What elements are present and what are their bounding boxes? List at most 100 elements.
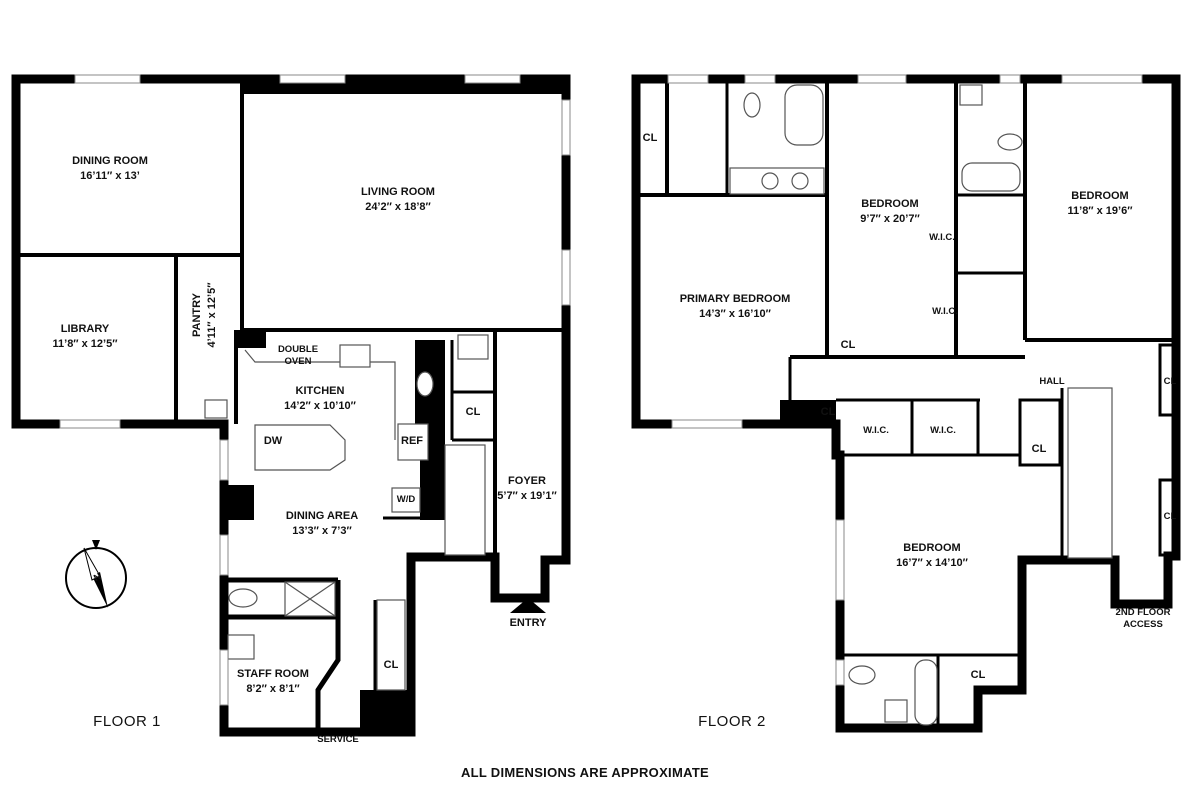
room-name: BEDROOM [903, 542, 961, 554]
floor2-walls [631, 74, 1181, 733]
room-size: 16’7″ x 14’10″ [896, 557, 968, 569]
refrigerator-label: REF [401, 435, 423, 447]
window [279, 74, 346, 84]
floor2-windows [667, 74, 1143, 686]
closet [1158, 478, 1178, 557]
room-size: 8’2″ x 8’1″ [246, 683, 300, 695]
sink [761, 172, 779, 190]
room-label-foyer: FOYER 5’7″ x 19’1″ [497, 474, 556, 504]
room-size: 11’8″ x 12’5″ [52, 338, 118, 350]
window [1061, 74, 1143, 84]
kitchen-island [254, 424, 346, 471]
washer-dryer [391, 487, 421, 513]
room-size: 14’3″ x 16’10″ [699, 308, 771, 320]
window [835, 519, 845, 601]
toilet [848, 665, 876, 685]
stairs [1067, 387, 1113, 559]
dimensions-disclaimer: ALL DIMENSIONS ARE APPROXIMATE [460, 765, 710, 780]
window [561, 99, 571, 156]
sink [227, 634, 255, 660]
walk-in-closet-label: W.I.C. [929, 232, 955, 243]
closet [376, 599, 406, 691]
label-line: OVEN [284, 356, 312, 367]
window [999, 74, 1021, 84]
window [59, 419, 121, 429]
shower-x [284, 581, 336, 617]
room-name: DINING AREA [285, 510, 359, 522]
label-line: 2ND FLOOR [1115, 607, 1171, 618]
room-size: 11’8″ x 19’6″ [1067, 205, 1133, 217]
window [561, 249, 571, 306]
toilet [997, 133, 1023, 151]
bathtub [914, 659, 938, 726]
stairs [444, 444, 486, 556]
window [857, 74, 907, 84]
kitchen-counter [244, 349, 396, 440]
room-name: DINING ROOM [72, 155, 148, 167]
window [464, 74, 521, 84]
closet-label: CL [1163, 511, 1177, 522]
closet-label: CL [465, 406, 481, 418]
room-name: BEDROOM [861, 198, 919, 210]
closet-label: CL [970, 669, 986, 681]
closet [1158, 343, 1178, 417]
wall-block [236, 330, 266, 348]
window [219, 439, 229, 481]
toilet [416, 371, 434, 397]
label-line: DOUBLE [277, 344, 319, 355]
sink [884, 699, 908, 723]
toilet [228, 588, 258, 608]
dishwasher-label: DW [263, 435, 283, 447]
closet-label: CL [1031, 443, 1047, 455]
sink [457, 334, 489, 360]
room-size: 5’7″ x 19’1″ [497, 490, 557, 502]
entry-arrow-icon [510, 598, 546, 613]
floor1-fixtures [204, 334, 489, 691]
room-size: 13’3″ x 7’3″ [292, 525, 352, 537]
toilet [743, 92, 761, 118]
walk-in-closet-label: W.I.C. [863, 425, 889, 436]
room-name: FOYER [508, 475, 546, 487]
compass-icon [65, 540, 127, 609]
room-name: KITCHEN [295, 385, 345, 397]
window [667, 74, 709, 84]
room-name: LIBRARY [60, 323, 110, 335]
room-size: 14’2″ x 10’10″ [284, 400, 356, 412]
closet-label: CL [820, 406, 836, 418]
window [219, 649, 229, 706]
service-entrance-label: SERVICE [317, 734, 359, 745]
window [671, 419, 743, 429]
window [835, 659, 845, 686]
floor1-windows [59, 74, 571, 706]
room-size: 4’11″ x 12’5″ [206, 282, 218, 348]
floor1-title: FLOOR 1 [93, 713, 161, 730]
bathtub [961, 162, 1021, 192]
wall [315, 580, 341, 732]
room-label-kitchen: KITCHEN 14’2″ x 10’10″ [284, 384, 356, 414]
room-label-dining-area: DINING AREA 13’3″ x 7’3″ [286, 509, 358, 539]
floor2-fixtures [729, 84, 1113, 726]
wall-block [420, 450, 445, 520]
room-size: 24’2″ x 18’8″ [365, 201, 431, 213]
floor2-title: FLOOR 2 [698, 713, 766, 730]
stove [339, 344, 371, 368]
sink [959, 84, 983, 106]
room-name: PANTRY [191, 293, 203, 338]
walk-in-closet-label: W.I.C. [932, 306, 958, 317]
closet-label: CL [383, 659, 399, 671]
entry-label: ENTRY [509, 617, 547, 629]
refrigerator [397, 423, 429, 461]
room-name: LIVING ROOM [361, 186, 435, 198]
room-label-library: LIBRARY 11’8″ x 12’5″ [53, 322, 118, 352]
room-label-living-room: LIVING ROOM 24’2″ x 18’8″ [361, 185, 435, 215]
